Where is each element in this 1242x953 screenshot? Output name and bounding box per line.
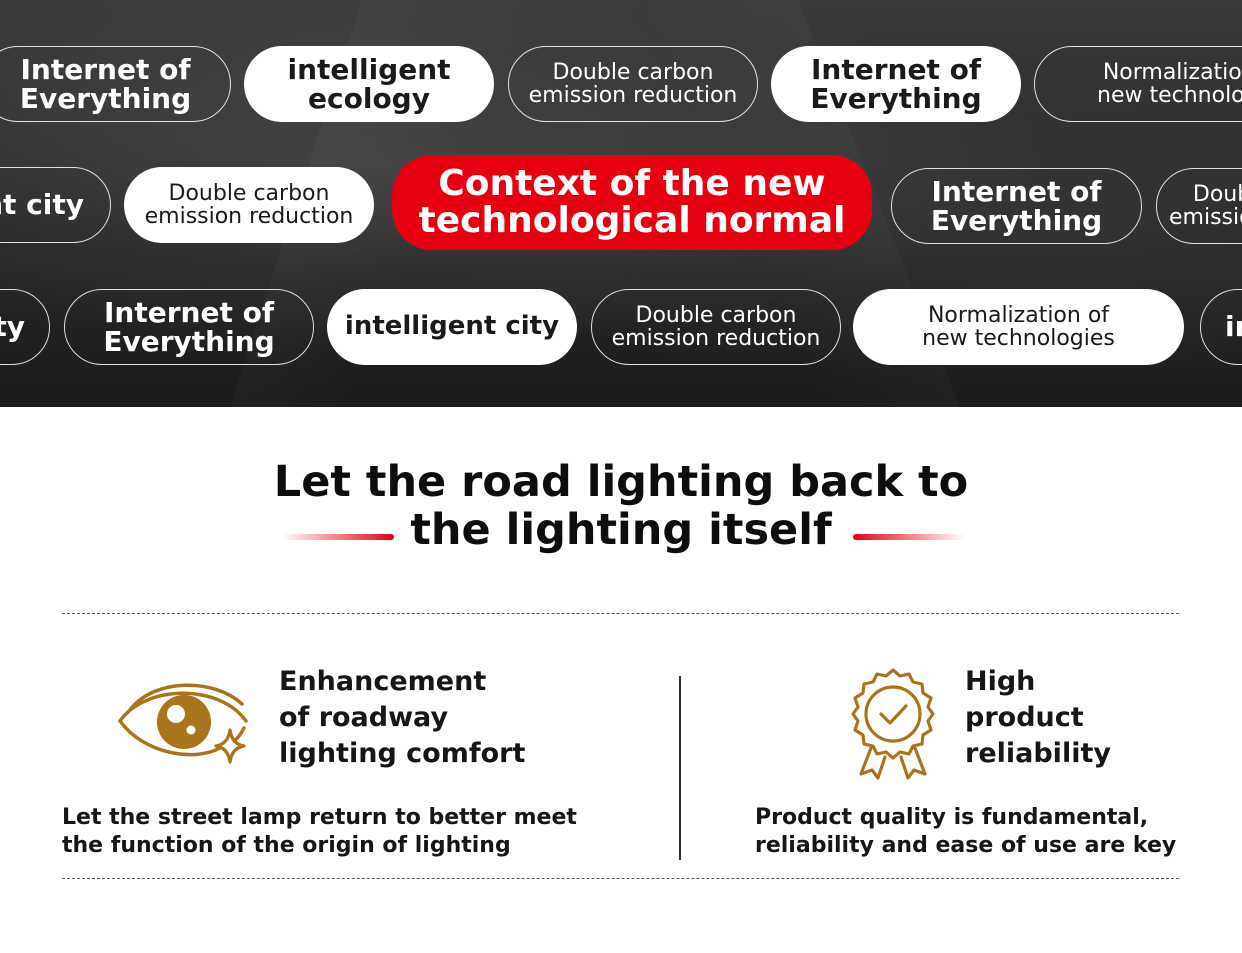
feature-description-line: reliability and ease of use are key xyxy=(755,833,1177,858)
feature-title-line: Enhancement xyxy=(279,666,487,697)
tag-line: Double carbon xyxy=(552,59,714,85)
tag-line: emission reduction xyxy=(611,326,821,351)
tag-line: technological normal xyxy=(418,199,846,241)
tag-line: emission reduction xyxy=(1169,205,1242,230)
eye-sparkle-icon xyxy=(118,683,248,764)
feature-title-line: lighting comfort xyxy=(279,738,526,769)
tag-line: emission reduction xyxy=(144,204,354,229)
heading-line: the lighting itself xyxy=(410,505,832,555)
tag-line: emission reduction xyxy=(528,83,738,108)
tag-pill: intelligent city xyxy=(327,289,577,365)
vertical-divider xyxy=(679,676,681,860)
feature-title: High product reliability xyxy=(965,664,1111,772)
feature-description: Product quality is fundamental, reliabil… xyxy=(755,804,1176,860)
tag-pill: intelligent city xyxy=(1200,289,1242,365)
heading-line: Let the road lighting back to xyxy=(273,457,969,507)
tag-line: Everything xyxy=(103,325,275,358)
feature-title: Enhancement of roadway lighting comfort xyxy=(279,664,525,772)
tag-line: Double carbon xyxy=(1192,181,1242,207)
feature-description: Let the street lamp return to better mee… xyxy=(62,804,577,860)
feature-title-line: product xyxy=(965,702,1084,733)
tag-line: Everything xyxy=(930,204,1103,237)
tag-line: intelligent xyxy=(287,52,451,86)
tag-line: ecology xyxy=(308,82,430,115)
feature-description-line: the function of the origin of lighting xyxy=(62,833,511,858)
tag-line: Internet of xyxy=(810,52,981,86)
feature-title-line: of roadway xyxy=(279,702,449,733)
feature-description-line: Let the street lamp return to better mee… xyxy=(62,805,577,830)
tag-pill: intelligent city xyxy=(0,167,111,243)
dashed-divider xyxy=(62,878,1179,879)
tag-line: Normalization of xyxy=(1102,59,1242,85)
award-badge-check-icon xyxy=(851,668,935,780)
tag-line: new technologies xyxy=(1097,83,1242,108)
tag-line: Double carbon xyxy=(635,302,797,328)
tag-line: intelligent city xyxy=(344,311,560,342)
tag-line: Everything xyxy=(19,82,192,115)
tag-line: Everything xyxy=(810,82,982,115)
tag-line: Internet of xyxy=(103,295,274,329)
feature-title-line: High xyxy=(965,666,1036,697)
heading-accent-line xyxy=(282,534,394,540)
feature-title-line: reliability xyxy=(965,738,1111,769)
tag-line: Double carbon xyxy=(168,180,330,206)
dashed-divider xyxy=(62,613,1179,614)
tag-line: new technologies xyxy=(922,326,1115,351)
tag-line: Internet of xyxy=(20,52,191,86)
section-heading: Let the road lighting back to the lighti… xyxy=(0,458,1242,554)
tag-line: Context of the new xyxy=(438,162,826,204)
tag-line: intelligent city xyxy=(0,310,25,344)
heading-accent-line xyxy=(853,534,965,540)
tag-pill: intelligent city xyxy=(0,289,50,365)
tag-line: intelligent city xyxy=(1225,310,1242,344)
tag-line: Internet of xyxy=(931,174,1102,208)
tag-line: intelligent city xyxy=(0,188,84,222)
tag-line: Normalization of xyxy=(927,302,1110,328)
feature-description-line: Product quality is fundamental, xyxy=(755,805,1149,830)
